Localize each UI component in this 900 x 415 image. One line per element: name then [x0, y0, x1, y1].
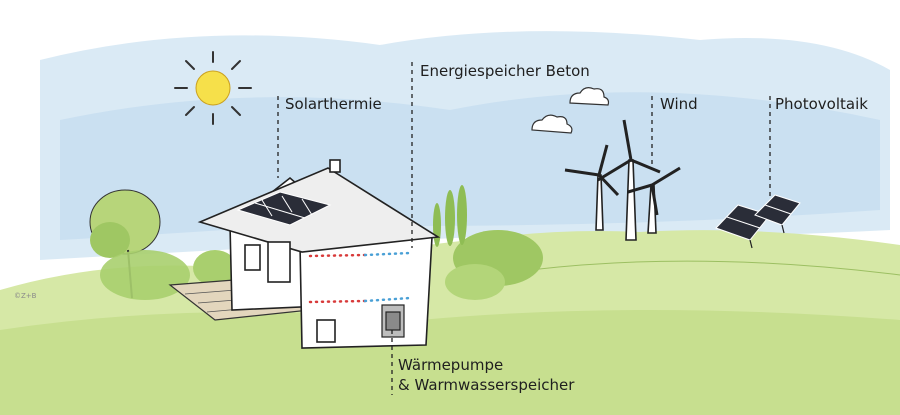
- solar-thermal-panels: [236, 191, 332, 226]
- clouds: [531, 87, 610, 134]
- pv-stands: [749, 224, 785, 249]
- label-wind: Wind: [660, 95, 698, 113]
- sun-icon: [174, 51, 252, 125]
- copyright-text: ©Z+B: [14, 292, 37, 300]
- heating-pipes: [308, 251, 412, 304]
- label-photovoltaik: Photovoltaik: [775, 95, 868, 113]
- label-waermepumpe: Wärmepumpe: [398, 356, 504, 374]
- label-energiespeicher-beton: Energiespeicher Beton: [420, 62, 590, 80]
- heat-pump-unit: [381, 304, 405, 338]
- leader-lines: [277, 62, 771, 395]
- wind-turbines: [564, 119, 681, 241]
- label-solarthermie: Solarthermie: [285, 95, 382, 113]
- label-warmwasserspeicher: & Warmwasserspeicher: [398, 376, 575, 394]
- trees-bushes: [89, 185, 543, 300]
- photovoltaic-panels: [715, 194, 801, 241]
